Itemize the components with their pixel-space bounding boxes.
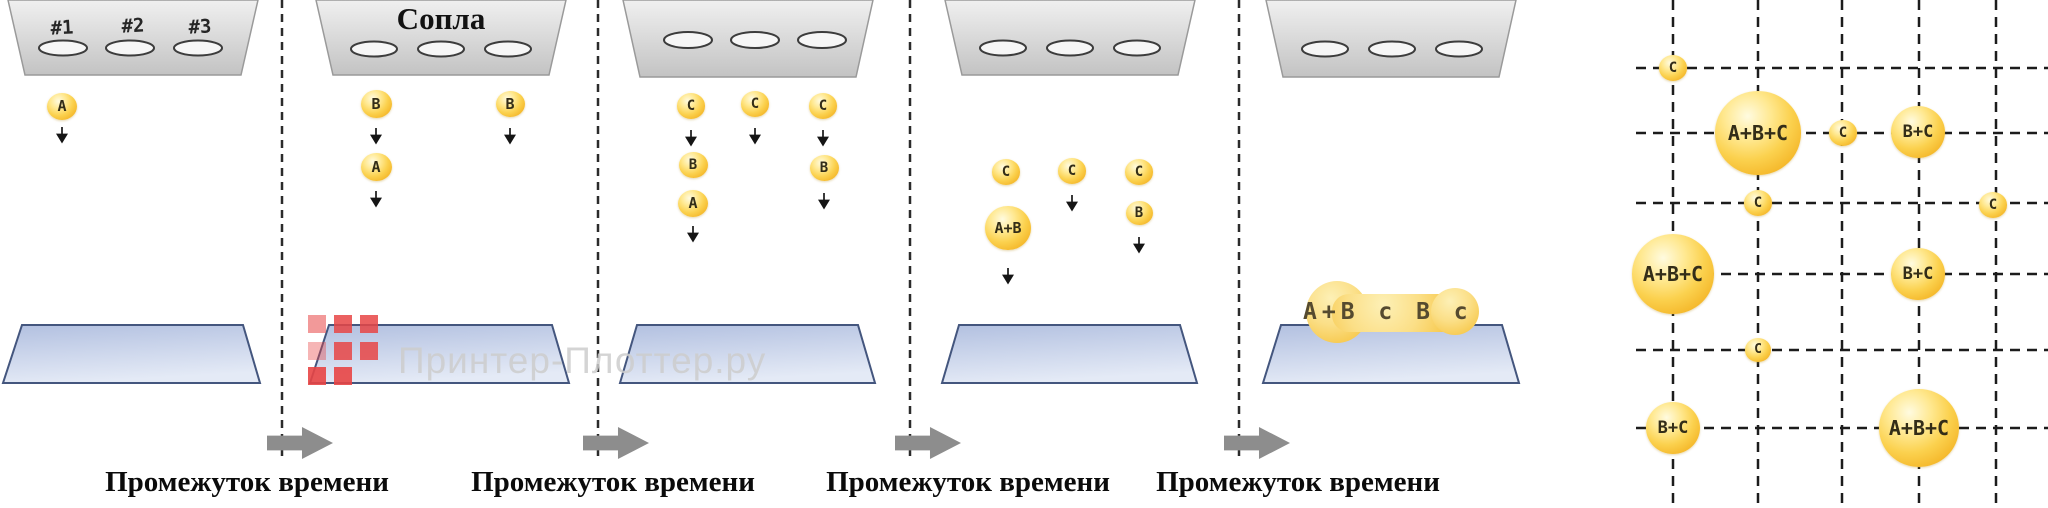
droplet-B+C: B+C xyxy=(1891,105,1945,159)
droplet-A+B+C: A+B+C xyxy=(1632,234,1714,314)
nozzles-title: Сопла xyxy=(396,1,486,36)
droplet-B: B xyxy=(1125,200,1153,226)
raster-pixel xyxy=(308,315,326,333)
build-platforms xyxy=(1,324,1521,384)
droplet-B+C: B+C xyxy=(1646,401,1700,455)
raster-pixel xyxy=(308,342,326,360)
nozzle-number-label: #3 xyxy=(187,15,213,39)
droplet-C: C xyxy=(1659,55,1687,81)
raster-pixel xyxy=(334,315,352,333)
droplet-B+C: B+C xyxy=(1891,247,1945,301)
droplet-C: C xyxy=(677,93,705,119)
droplet-C: C xyxy=(809,93,837,119)
droplet-B: B xyxy=(678,151,708,179)
nozzle-number-label: #1 xyxy=(49,16,75,40)
nozzle-number-label: #2 xyxy=(120,14,146,38)
droplet-C: C xyxy=(1744,190,1772,216)
droplet-A+B+C: A+B+C xyxy=(1715,91,1801,175)
nozzle-openings xyxy=(38,31,1483,58)
time-interval-label: Промежуток времени xyxy=(826,466,1110,498)
raster-pixel xyxy=(334,367,352,385)
merged-blob-right-lobe xyxy=(1431,288,1479,335)
droplet-A+B: A+B xyxy=(985,205,1031,251)
droplet-A: A xyxy=(678,189,708,217)
time-interval-label: Промежуток времени xyxy=(471,466,755,498)
droplet-C: C xyxy=(1058,158,1086,184)
time-interval-label: Промежуток времени xyxy=(1156,466,1440,498)
raster-pixel xyxy=(360,342,378,360)
droplet-C: C xyxy=(1745,338,1771,362)
droplet-B: B xyxy=(809,154,839,182)
droplet-C: C xyxy=(1829,120,1857,146)
raster-pixel xyxy=(308,367,326,385)
droplet-B: B xyxy=(360,90,392,118)
droplet-C: C xyxy=(1979,192,2007,218)
raster-pixel xyxy=(360,315,378,333)
raster-pixel xyxy=(334,342,352,360)
droplet-A+B+C: A+B+C xyxy=(1879,389,1959,467)
droplet-C: C xyxy=(741,91,769,117)
panel-dividers xyxy=(280,0,1241,460)
droplet-C: C xyxy=(1125,159,1153,185)
droplet-B: B xyxy=(495,90,525,118)
watermark: Принтер-Плоттер.ру xyxy=(398,340,767,381)
time-interval-label: Промежуток времени xyxy=(105,466,389,498)
droplet-A: A xyxy=(360,153,392,181)
droplet-A: A xyxy=(47,92,77,120)
droplet-C: C xyxy=(992,159,1020,185)
merged-blob-label: A+B c B c xyxy=(1303,299,1473,325)
